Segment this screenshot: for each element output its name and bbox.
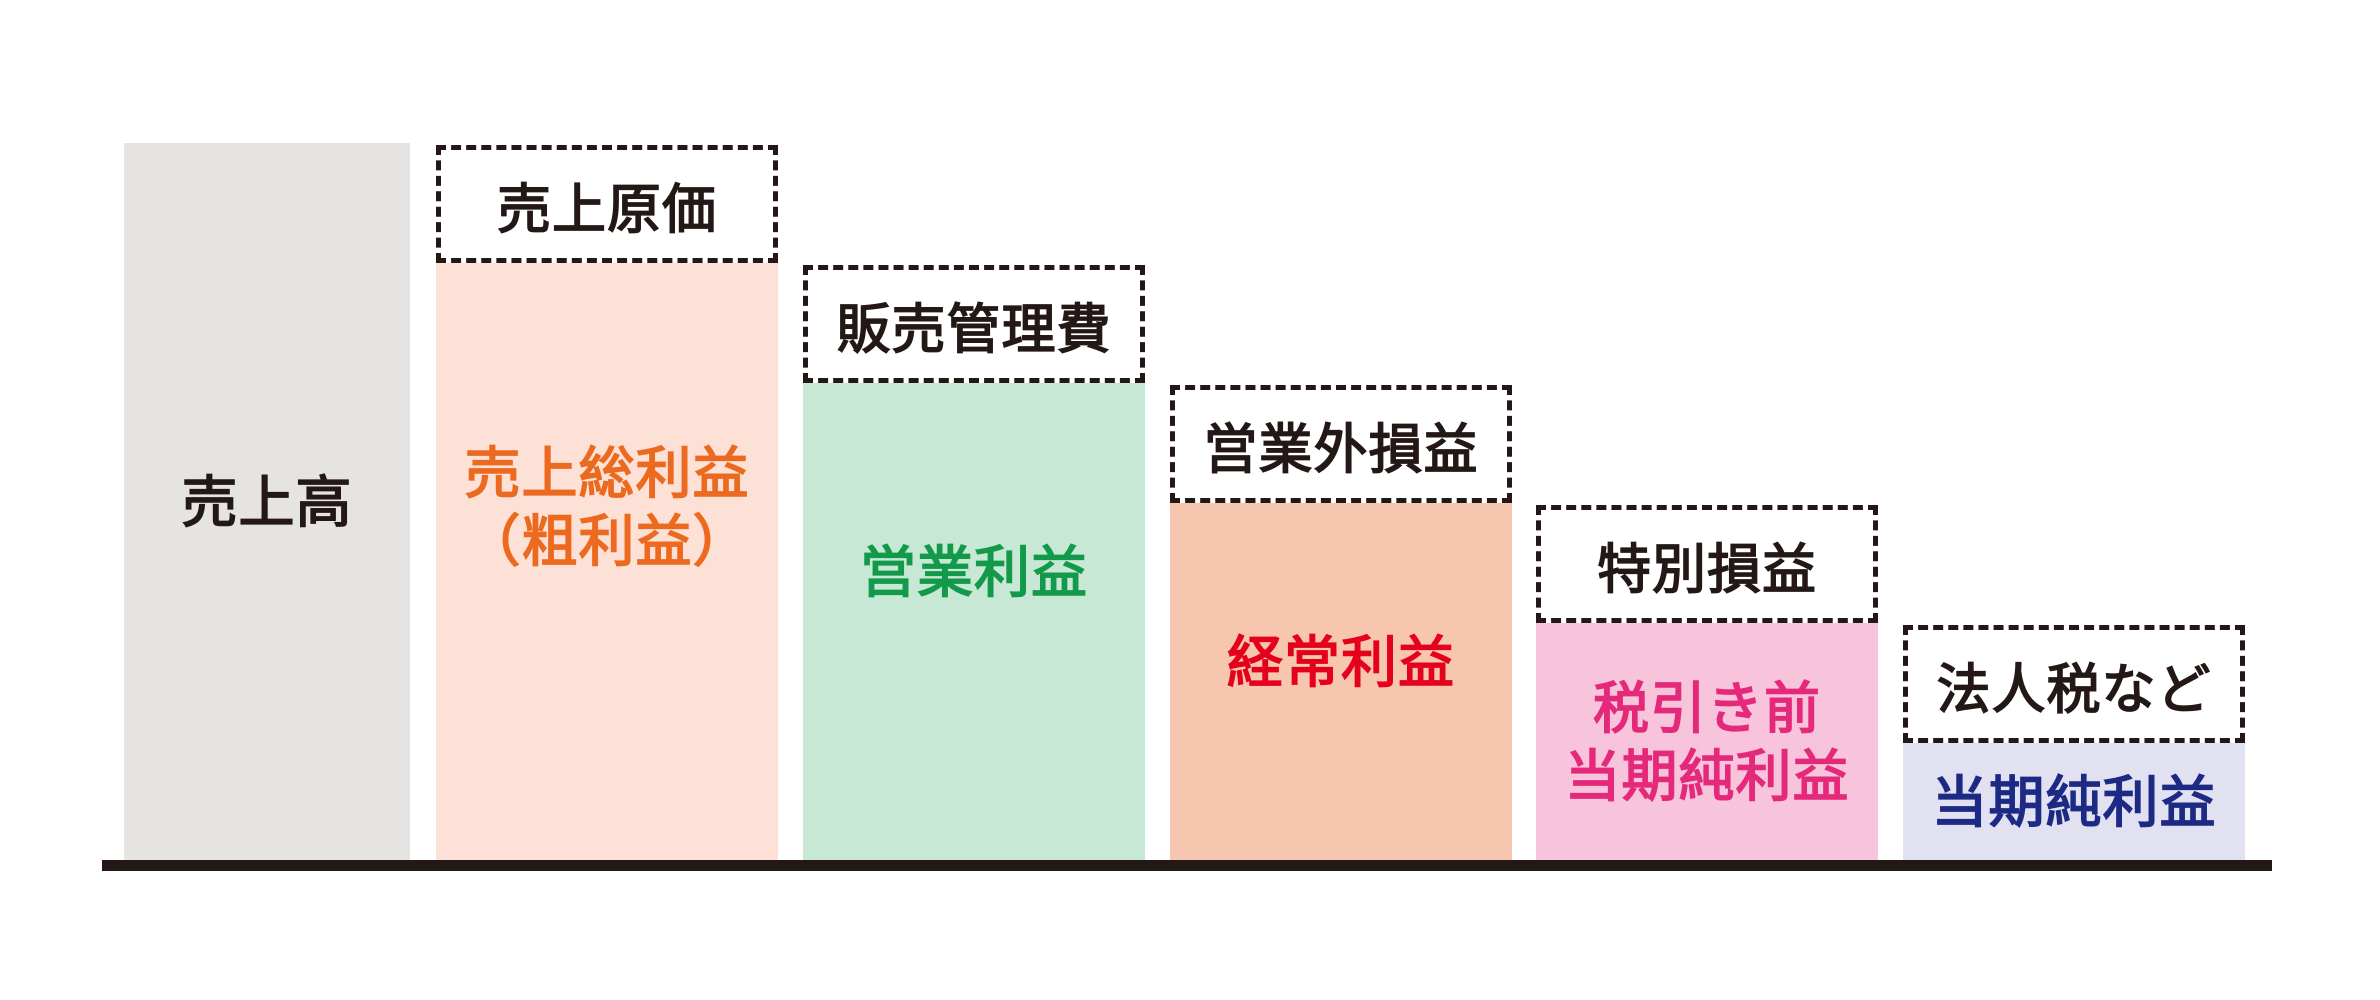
cost-of-sales-label: 売上原価: [497, 177, 717, 241]
sales-label: 売上高: [181, 470, 353, 536]
extraordinary-box: 特別損益: [1536, 505, 1878, 623]
extraordinary-label: 特別損益: [1597, 537, 1817, 601]
sga-box: 販売管理費: [803, 265, 1145, 383]
gross-profit-bar: 売上総利益 （粗利益）: [436, 263, 778, 864]
non-operating-box: 営業外損益: [1170, 385, 1512, 503]
taxes-box: 法人税など: [1903, 625, 2245, 743]
operating-profit-label: 営業利益: [860, 540, 1088, 606]
sales-bar: 売上高: [124, 143, 410, 864]
taxes-label: 法人税など: [1936, 657, 2212, 721]
operating-profit-bar: 営業利益: [803, 383, 1145, 864]
pretax-profit-bar: 税引き前 当期純利益: [1536, 623, 1878, 864]
baseline: [102, 860, 2272, 871]
sga-label: 販売管理費: [836, 297, 1112, 361]
net-profit-bar: 当期純利益: [1903, 743, 2245, 864]
ordinary-profit-bar: 経常利益: [1170, 503, 1512, 864]
pretax-profit-label: 税引き前 当期純利益: [1564, 677, 1850, 810]
ordinary-profit-label: 経常利益: [1227, 630, 1455, 696]
gross-profit-label: 売上総利益 （粗利益）: [464, 442, 750, 575]
net-profit-label: 当期純利益: [1931, 770, 2217, 836]
non-operating-label: 営業外損益: [1203, 417, 1479, 481]
cost-of-sales-box: 売上原価: [436, 145, 778, 263]
